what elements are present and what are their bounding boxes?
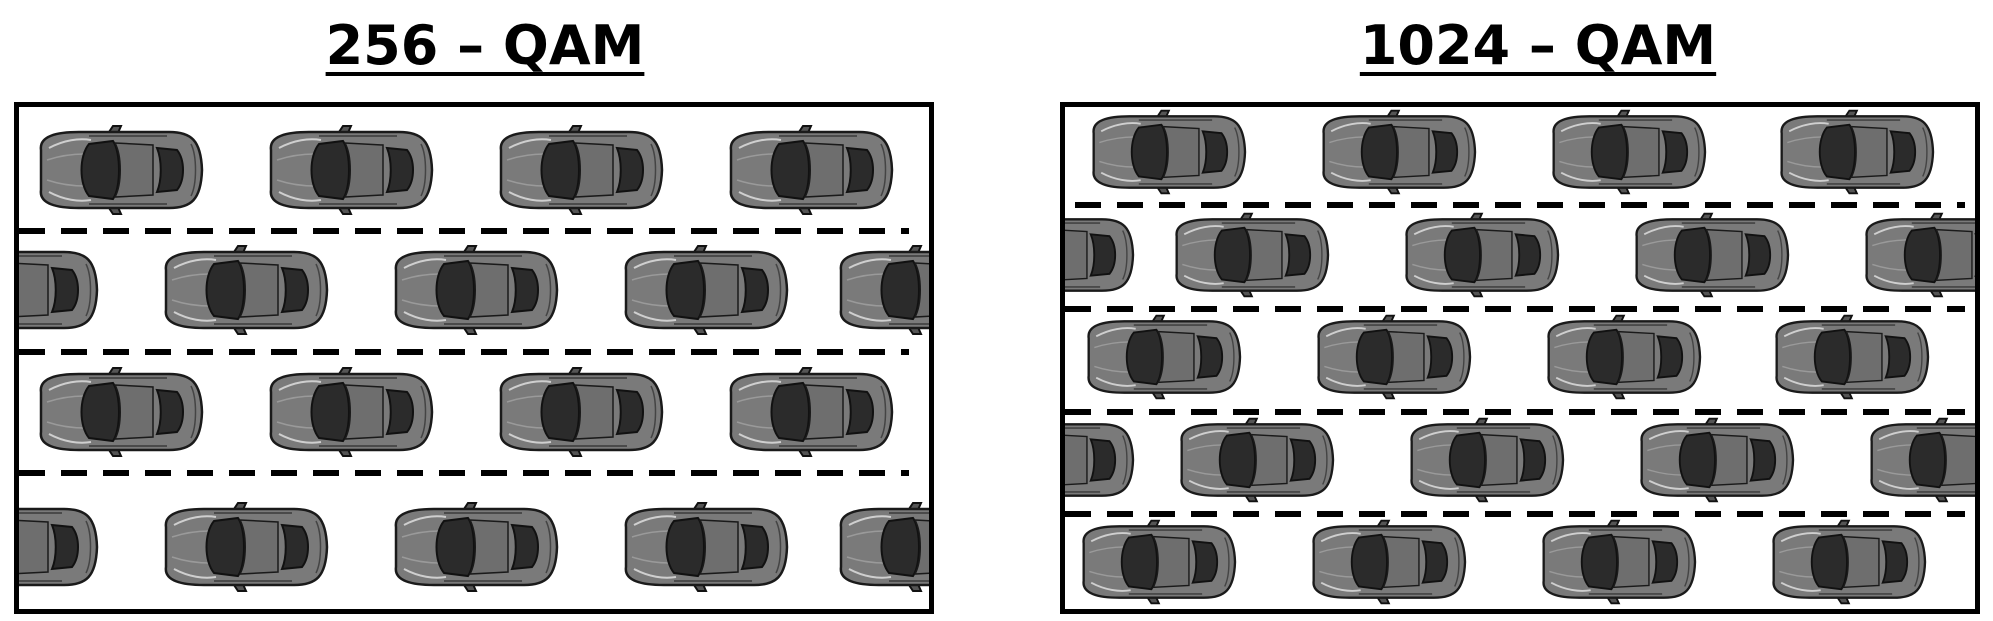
car-icon	[1065, 423, 1135, 497]
car-icon	[164, 502, 329, 592]
road-panel-256-qam	[14, 102, 934, 614]
car-icon	[1322, 109, 1477, 195]
car-icon	[1772, 519, 1927, 605]
car-icon	[1547, 314, 1702, 400]
car-icon	[499, 367, 664, 457]
car-icon	[269, 367, 434, 457]
car-icon	[1780, 109, 1935, 195]
car-icon	[624, 245, 789, 335]
car-icon	[19, 507, 99, 587]
car-icon	[1870, 417, 1975, 503]
car-icon	[624, 502, 789, 592]
car-icon	[1552, 109, 1707, 195]
car-icon	[1405, 212, 1560, 298]
title-1024-qam: 1024 – QAM	[1359, 14, 1717, 77]
car-icon	[1065, 218, 1135, 292]
car-icon	[1092, 109, 1247, 195]
car-icon	[839, 245, 929, 335]
car-icon	[1542, 519, 1697, 605]
car-icon	[269, 125, 434, 215]
car-icon	[1087, 314, 1242, 400]
title-256-qam: 256 – QAM	[325, 14, 645, 77]
car-icon	[1312, 519, 1467, 605]
car-icon	[729, 367, 894, 457]
road-panel-1024-qam	[1060, 102, 1980, 614]
car-icon	[19, 250, 99, 330]
road-1024-qam	[1065, 109, 1975, 605]
car-icon	[1640, 417, 1795, 503]
car-icon	[1317, 314, 1472, 400]
car-icon	[1082, 519, 1237, 605]
car-icon	[1410, 417, 1565, 503]
car-icon	[394, 502, 559, 592]
car-icon	[1775, 314, 1930, 400]
car-icon	[39, 367, 204, 457]
car-icon	[1865, 212, 1975, 298]
car-icon	[1635, 212, 1790, 298]
car-icon	[39, 125, 204, 215]
car-icon	[729, 125, 894, 215]
car-icon	[839, 502, 929, 592]
road-256-qam	[19, 125, 929, 592]
car-icon	[1175, 212, 1330, 298]
car-icon	[164, 245, 329, 335]
car-icon	[499, 125, 664, 215]
car-icon	[1180, 417, 1335, 503]
car-icon	[394, 245, 559, 335]
